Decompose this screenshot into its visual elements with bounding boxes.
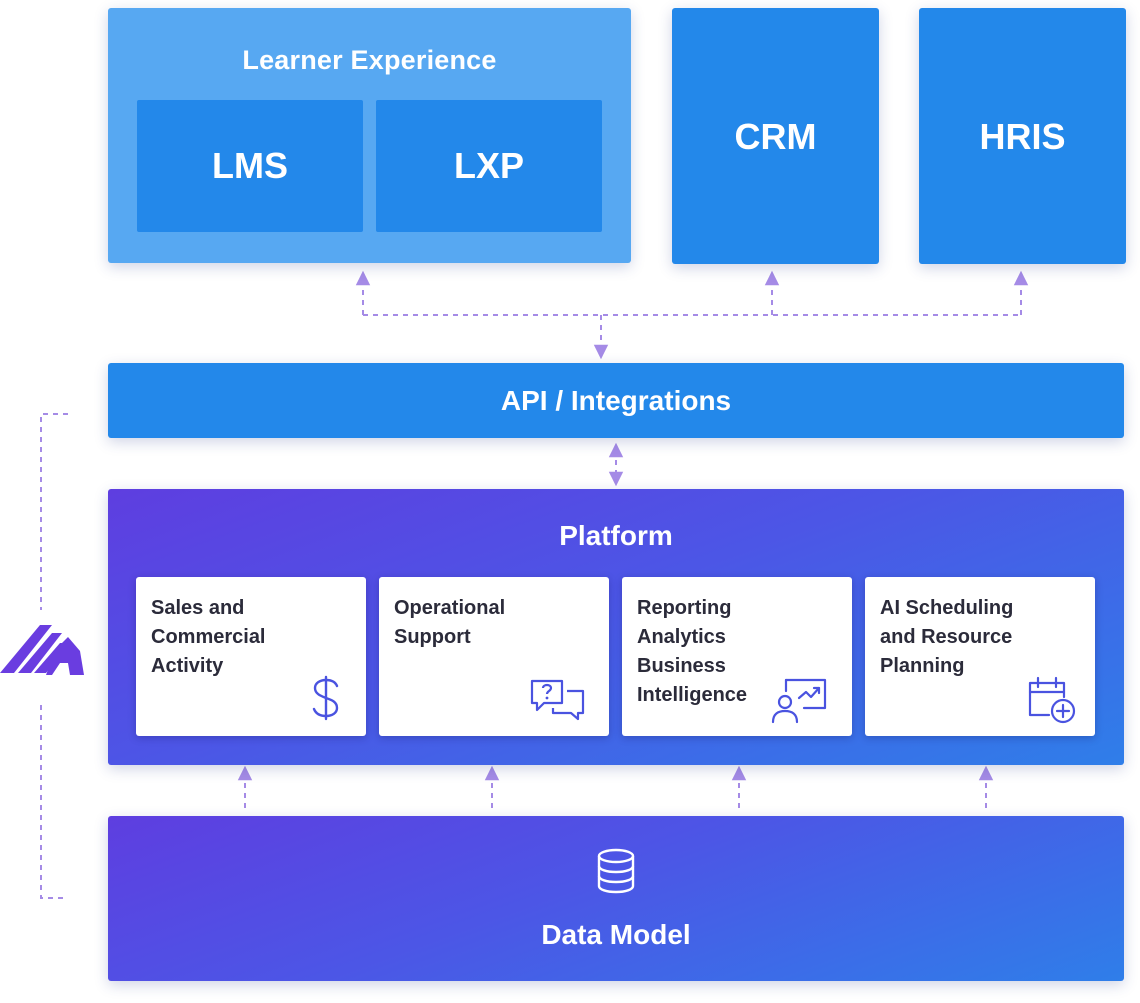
crm-box: CRM [672,8,879,264]
platform-card-label: Reporting Analytics Business Intelligenc… [637,597,748,706]
data-model-title: Data Model [541,919,691,950]
data-model-panel: Data Model [108,816,1124,981]
database-icon [597,848,635,894]
platform-card-label: Sales and Commercial Activity [151,597,266,677]
learner-experience-title: Learner Experience [242,45,497,75]
api-integrations-label: API / Integrations [500,384,732,416]
platform-card-label: AI Scheduling and Resource Planning [880,597,1014,677]
platform-card-label: Operational Support [394,597,506,648]
chat-question-icon [530,679,585,721]
platform-card-sales: Sales and Commercial Activity [136,577,366,736]
crm-label: CRM [734,116,817,157]
lxp-box: LXP [376,100,602,232]
platform-title: Platform [559,520,673,551]
hris-label: HRIS [979,116,1066,157]
api-integrations-bar: API / Integrations [108,363,1124,438]
hris-box: HRIS [919,8,1126,264]
learner-experience-panel: Learner Experience LMS LXP [108,8,631,263]
calendar-add-icon [1028,676,1076,724]
brand-logo-icon [0,625,84,675]
platform-panel: Platform Sales and Commercial Activity O… [108,489,1124,765]
platform-card-operational-support: Operational Support [379,577,609,736]
dollar-icon [312,675,339,721]
lms-box: LMS [137,100,363,232]
presentation-analytics-icon [771,678,827,724]
platform-card-reporting: Reporting Analytics Business Intelligenc… [622,577,852,736]
platform-card-ai-scheduling: AI Scheduling and Resource Planning [865,577,1095,736]
